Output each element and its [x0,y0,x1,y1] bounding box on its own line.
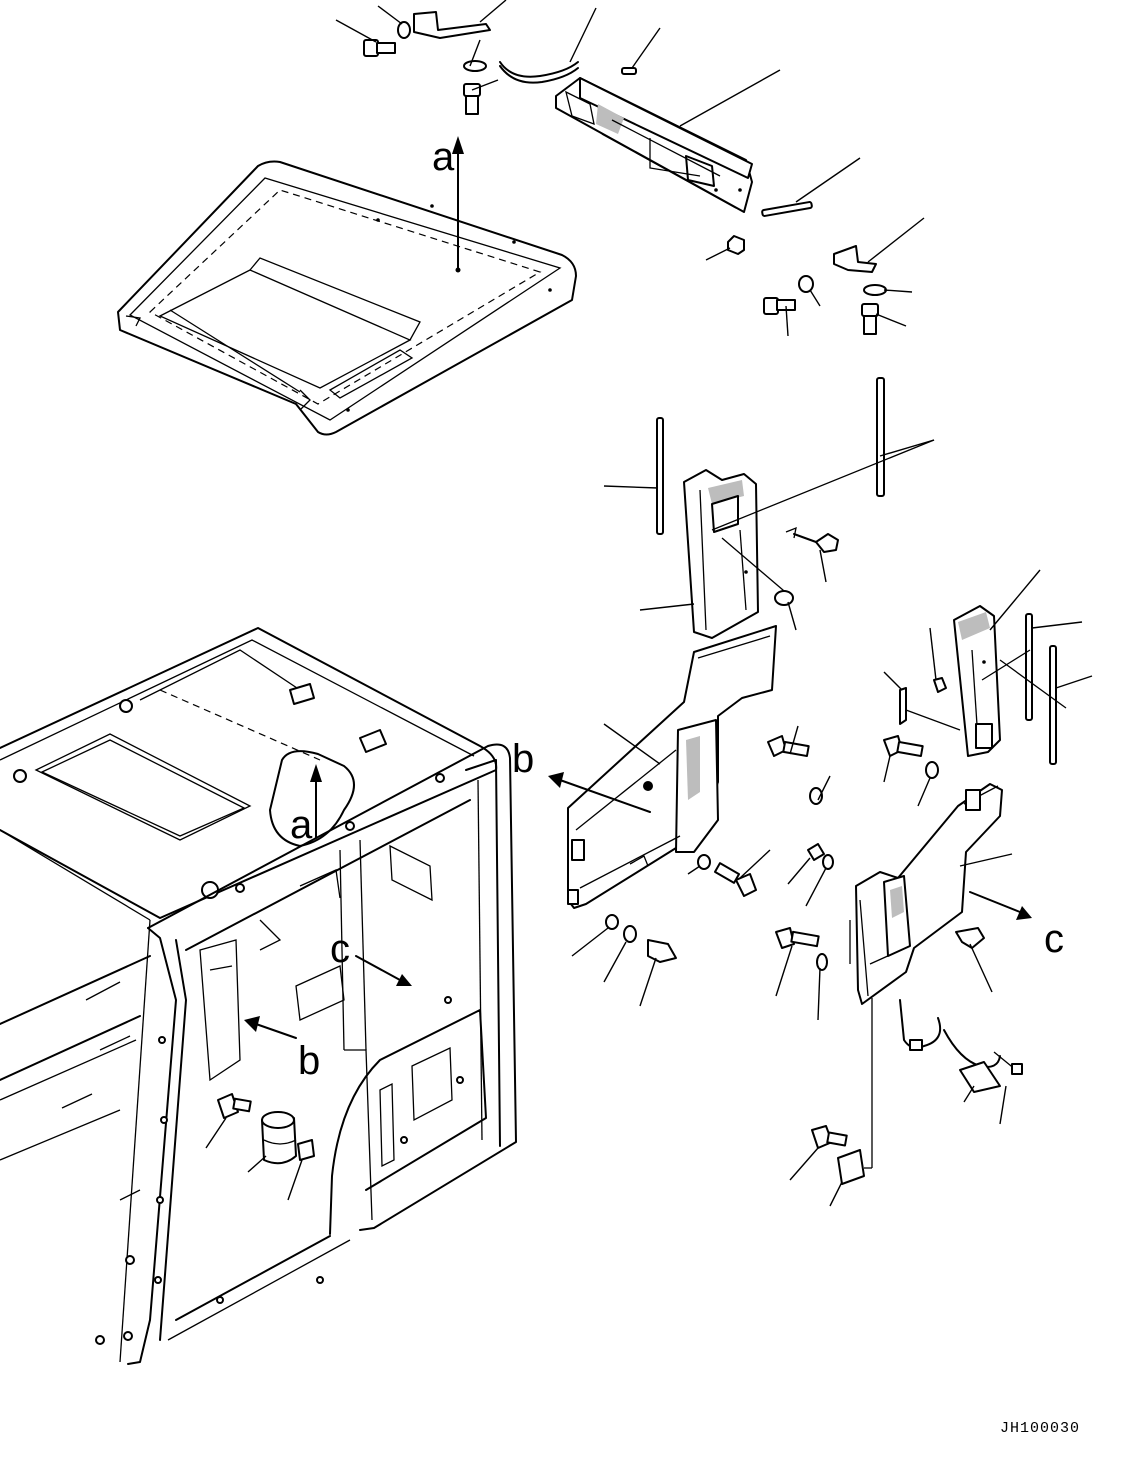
pillar-trim-left-upper [639,439,935,639]
pillar-panel-right-lower [849,783,1013,1005]
roof-panel [117,160,577,436]
view-label-c-panel: c [1044,917,1064,961]
pillar-screw-and-cap [774,526,839,631]
top-left-fasteners [335,0,507,115]
view-label-b-cab: b [298,1039,320,1083]
nut [705,235,745,261]
left-panel-fasteners [571,849,771,1007]
weatherstrips [603,377,1093,765]
view-arrow-a-top: a [432,135,464,269]
cup-holder-assembly [205,1093,315,1201]
view-arrow-b-cab: b [244,1016,320,1083]
cab-frame [0,627,517,1365]
pillar-panel-left-lower [567,625,777,909]
view-label-c-cab: c [330,927,350,971]
seal-strip [499,7,597,84]
wire-harness [899,999,1023,1125]
view-label-a-top: a [432,135,455,179]
headliner-panel [555,69,781,213]
pillar-trim-right-upper [953,569,1067,757]
drawing-code: JH100030 [1000,1420,1080,1437]
view-arrow-a-cab: a [290,764,322,847]
view-arrow-c-panel: c [969,891,1064,961]
right-panel-fasteners [775,843,993,1021]
view-arrow-c-cab: c [330,927,412,986]
view-label-a-cab: a [290,803,313,847]
rod [761,157,861,217]
view-label-b-panel: b [512,737,534,781]
clip [621,27,661,75]
right-pillar-small-parts [767,627,961,807]
view-arrow-b-panel: b [512,737,651,813]
bottom-fasteners [789,998,873,1207]
right-top-fasteners [763,217,925,337]
